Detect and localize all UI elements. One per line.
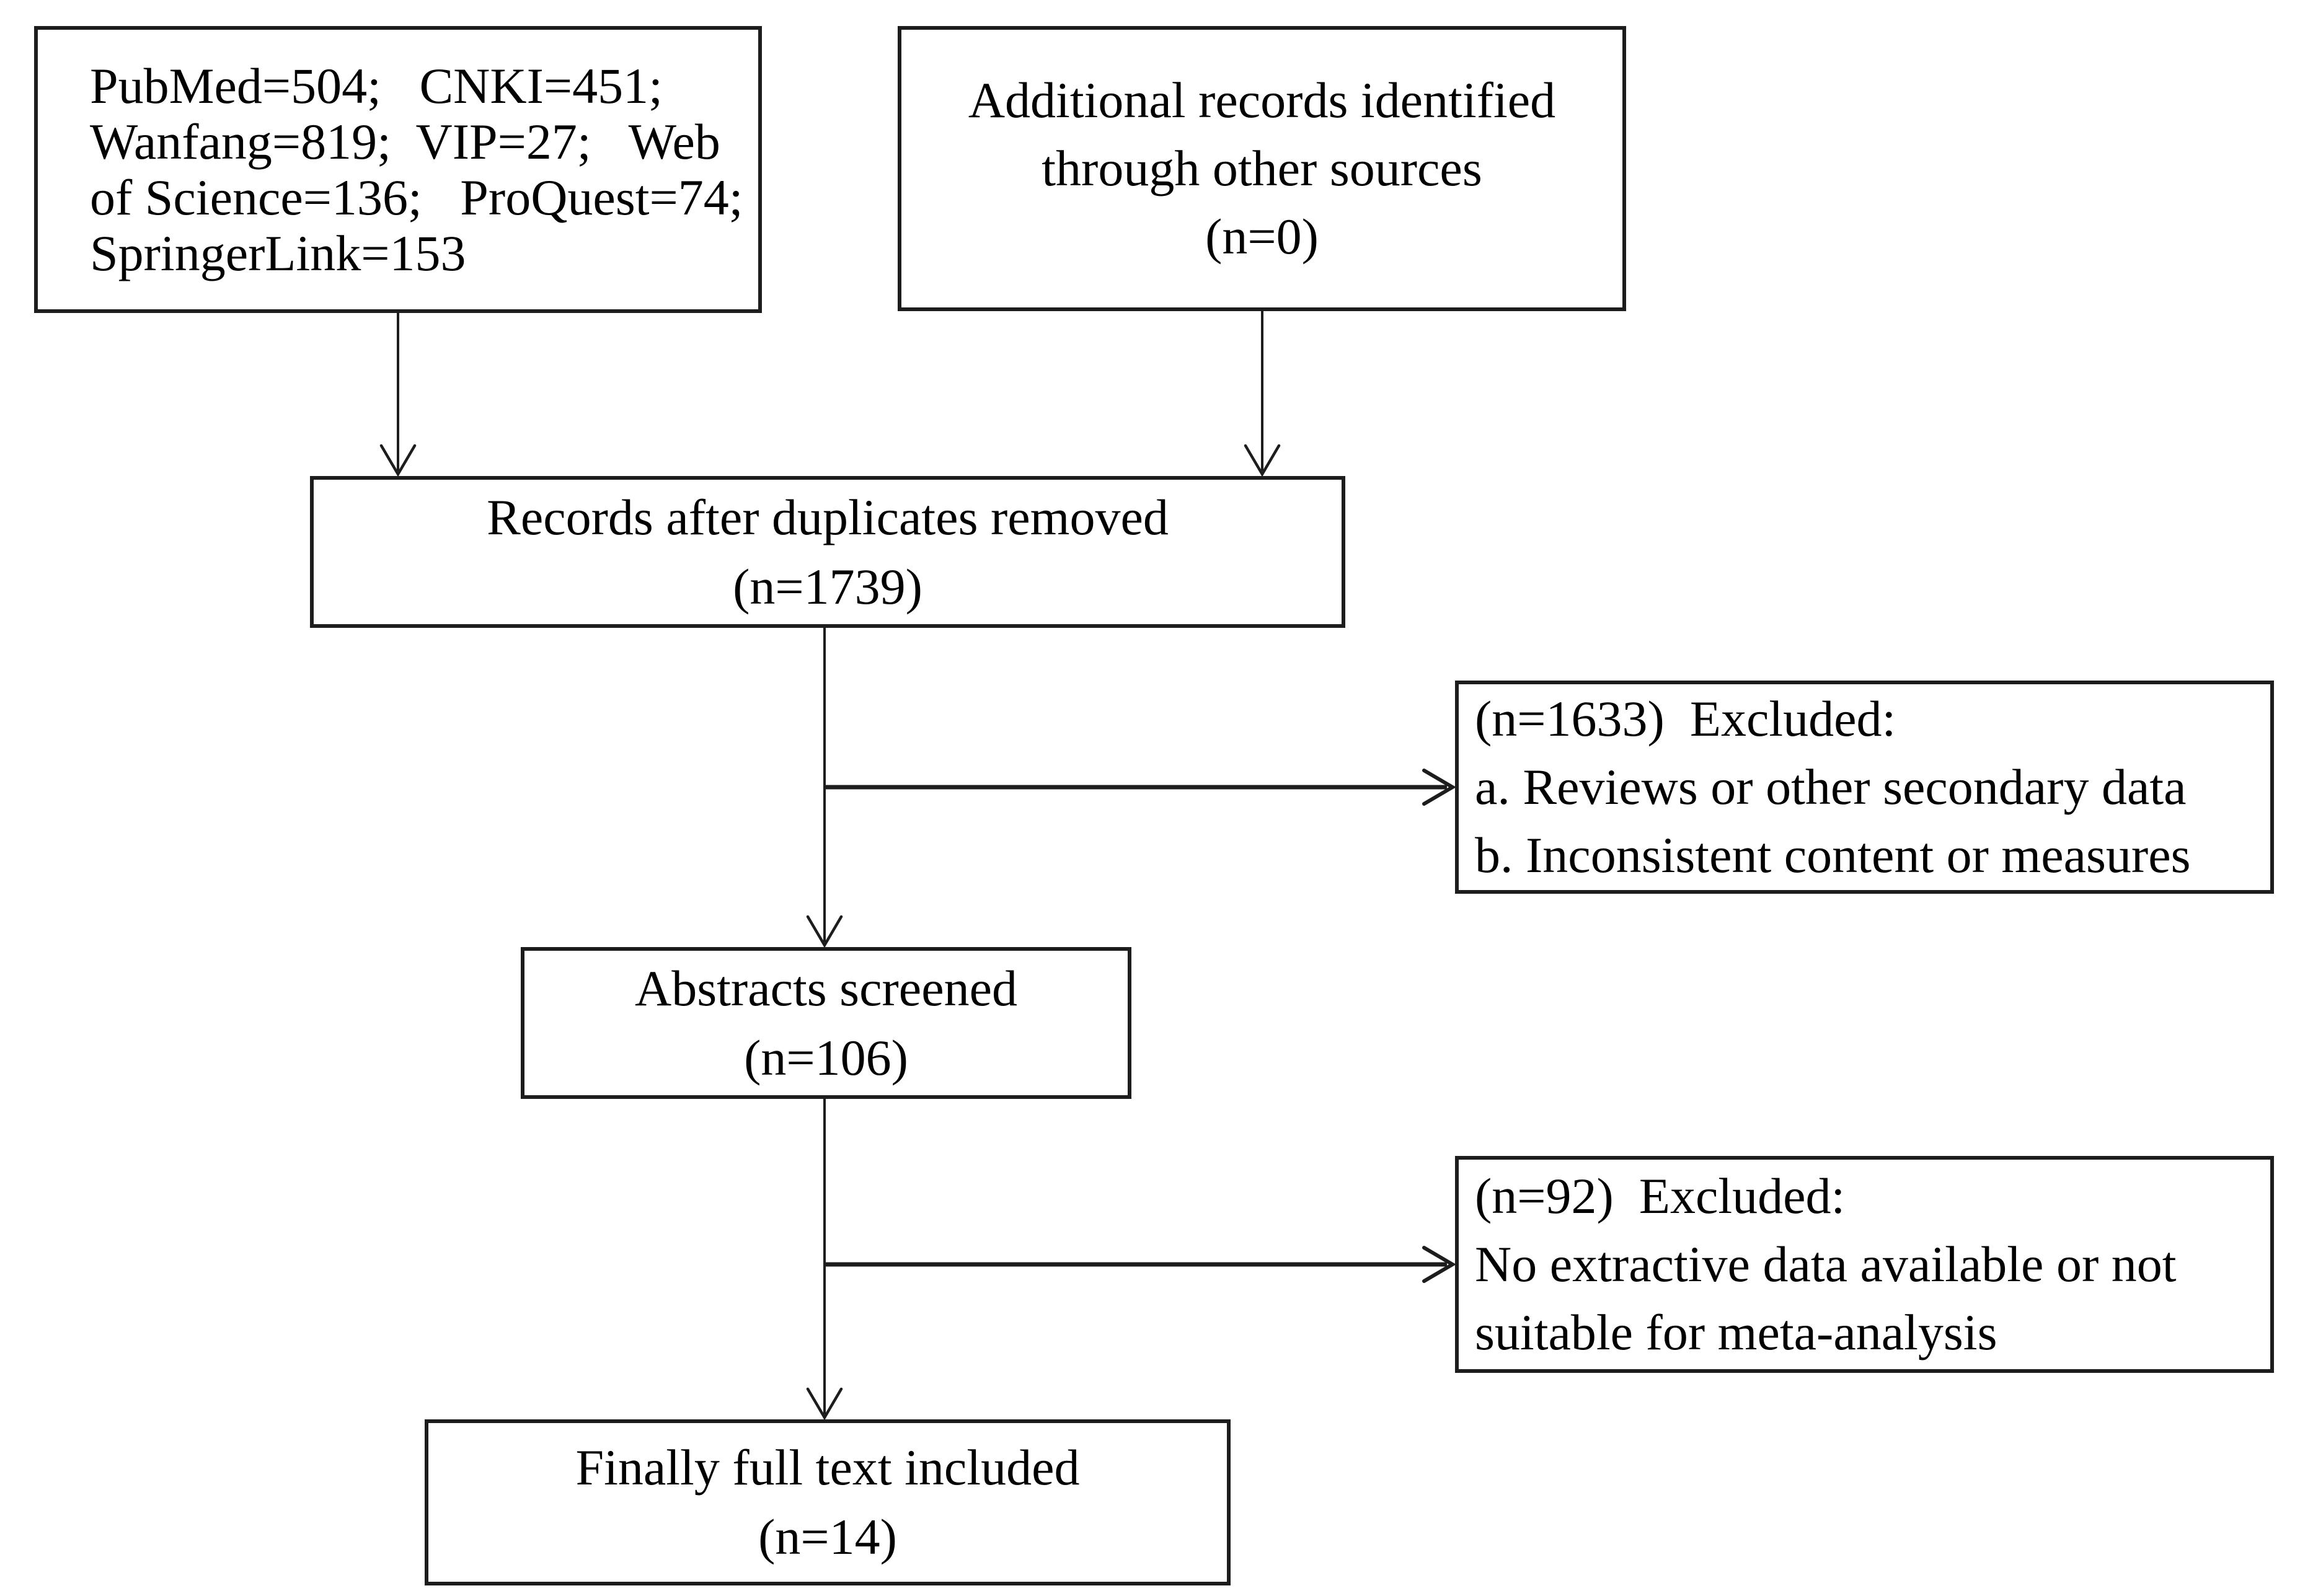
duplicates-removed-count: (n=1739) bbox=[733, 558, 922, 615]
final-included-line-1: Finally full text included bbox=[575, 1439, 1080, 1496]
excluded-screening-count: (n=1633) Excluded: bbox=[1475, 690, 1896, 747]
final-included-count: (n=14) bbox=[758, 1509, 897, 1565]
arrowhead-excluded-fulltext bbox=[1422, 1246, 1456, 1283]
arrowhead-abstracts-to-final bbox=[806, 1387, 843, 1421]
additional-records-count: (n=0) bbox=[1205, 208, 1319, 265]
excluded-screening-reason-b: b. Inconsistent content or measures bbox=[1475, 827, 2191, 883]
additional-records-line-2: through other sources bbox=[1042, 140, 1482, 196]
excluded-fulltext-reason-line-1: No extractive data available or not bbox=[1475, 1236, 2177, 1292]
box-duplicates-removed: Records after duplicates removed (n=1739… bbox=[310, 476, 1345, 628]
box-additional-records: Additional records identified through ot… bbox=[898, 26, 1626, 311]
excluded-screening-reason-a: a. Reviews or other secondary data bbox=[1475, 759, 2187, 815]
box-final-included: Finally full text included (n=14) bbox=[425, 1419, 1231, 1585]
box-abstracts-screened: Abstracts screened (n=106) bbox=[521, 947, 1131, 1099]
abstracts-screened-line-1: Abstracts screened bbox=[634, 959, 1017, 1016]
box-database-records: PubMed=504; CNKI=451; Wanfang=819; VIP=2… bbox=[34, 26, 762, 313]
database-records-line-3: of Science=136; ProQuest=74; bbox=[90, 169, 743, 226]
additional-records-line-1: Additional records identified bbox=[968, 72, 1556, 128]
database-records-line-4: SpringerLink=153 bbox=[90, 224, 466, 281]
arrowhead-excluded-screening bbox=[1422, 769, 1456, 806]
arrowhead-dedup-to-abstracts bbox=[806, 915, 843, 948]
abstracts-screened-count: (n=106) bbox=[744, 1029, 908, 1086]
box-excluded-fulltext: (n=92) Excluded: No extractive data avai… bbox=[1455, 1156, 2274, 1373]
database-records-line-1: PubMed=504; CNKI=451; bbox=[90, 57, 663, 114]
excluded-fulltext-reason-line-2: suitable for meta-analysis bbox=[1475, 1304, 1997, 1360]
database-records-line-2: Wanfang=819; VIP=27; Web bbox=[90, 113, 720, 170]
excluded-fulltext-count: (n=92) Excluded: bbox=[1475, 1168, 1846, 1224]
duplicates-removed-line-1: Records after duplicates removed bbox=[487, 488, 1169, 545]
box-excluded-screening: (n=1633) Excluded: a. Reviews or other s… bbox=[1455, 681, 2274, 894]
arrowhead-additional-to-dedup bbox=[1244, 444, 1281, 477]
arrowhead-databases-to-dedup bbox=[379, 444, 417, 477]
